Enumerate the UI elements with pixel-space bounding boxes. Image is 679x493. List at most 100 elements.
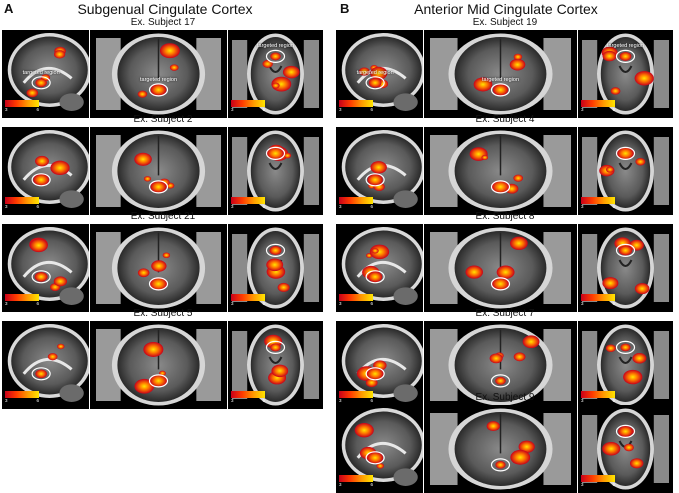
coil-right: [653, 137, 669, 205]
colorbar-min: 3: [231, 301, 234, 306]
colorbar-gradient: [581, 294, 615, 301]
colorbar-gradient: [5, 100, 39, 107]
corpus-callosum: [356, 261, 407, 278]
coil-left: [582, 415, 598, 483]
axial-mri-image: [582, 324, 669, 406]
axial-mri-image: [582, 408, 669, 490]
activation-blob: [50, 160, 70, 176]
subject-label: Ex. Subject 5: [133, 308, 193, 319]
activation-blob: [510, 449, 531, 465]
colorbar-max: 6: [370, 107, 373, 112]
colorbar-min: 3: [581, 398, 584, 403]
coil-right: [653, 234, 669, 302]
activation-blob: [137, 90, 148, 98]
activation-blob: [634, 283, 650, 295]
brain-tissue: [11, 230, 88, 298]
activation-blob: [617, 147, 634, 160]
colorbar-max: 6: [262, 398, 265, 403]
target-roi-outline: [490, 458, 511, 472]
cerebellum: [59, 190, 84, 208]
coronal-mri-image: [430, 324, 571, 406]
activation-blob: [271, 364, 289, 378]
activation-blob: [54, 50, 66, 59]
sagittal-mri-image: [7, 324, 89, 402]
activation-blob: [376, 463, 385, 469]
ventricles: [618, 65, 633, 73]
coronal-slice: [90, 321, 227, 409]
cerebellum: [59, 287, 84, 305]
targeted-region-label: targeted region: [482, 76, 519, 83]
target-roi-outline: [365, 76, 385, 90]
targeted-region-label: targeted region: [607, 43, 644, 50]
colorbar-max: 6: [36, 301, 39, 306]
activation-blob: [486, 421, 500, 432]
cerebellum: [393, 468, 418, 486]
activation-blob: [366, 367, 384, 381]
activation-blob: [262, 60, 273, 68]
coil-left: [232, 234, 248, 302]
ventricles: [268, 356, 283, 364]
coronal-mri-image: [96, 324, 221, 406]
coil-right: [303, 234, 319, 302]
activation-blob: [495, 376, 506, 385]
ventricles: [268, 65, 283, 73]
targeted-region-label: targeted region: [140, 76, 177, 83]
colorbar-max: 6: [370, 398, 373, 403]
target-roi-outline: [365, 367, 385, 381]
coronal-mri-image: [96, 33, 221, 115]
activation-blob: [368, 77, 382, 88]
targeted-region-label: targeted region: [257, 43, 294, 50]
target-roi-outline: [615, 49, 636, 63]
cerebellum: [393, 287, 418, 305]
coronal-mri-image: [96, 130, 221, 212]
activation-blob: [605, 166, 614, 173]
sagittal-mri-image: [341, 408, 423, 486]
colorbar-gradient: [581, 475, 615, 482]
target-roi-outline: [490, 374, 511, 388]
activation-blob: [149, 277, 168, 291]
coronal-slice: [90, 127, 227, 215]
colorbar-min: 3: [5, 204, 8, 209]
coronal-mri-image: [430, 33, 571, 115]
coil-right: [653, 40, 669, 108]
activation-blob: [271, 82, 280, 89]
brain-tissue: [345, 411, 422, 479]
subject-label: Ex. Subject 21: [130, 211, 196, 222]
activation-blob: [367, 271, 383, 283]
colorbar-max: 6: [370, 301, 373, 306]
activation-blob: [513, 174, 524, 182]
brain-tissue: [345, 230, 422, 298]
axial-mri-image: [232, 324, 319, 406]
activation-blob: [602, 50, 617, 62]
activation-blob: [270, 343, 281, 352]
activation-blob: [602, 441, 621, 456]
coil-right: [303, 137, 319, 205]
activation-blob: [57, 343, 65, 350]
corpus-callosum: [22, 67, 73, 84]
activation-blob: [367, 174, 383, 186]
subject-label: Ex. Subject 8: [475, 211, 535, 222]
panel-b-title: Anterior Mid Cingulate Cortex: [414, 1, 598, 17]
target-roi-outline: [365, 173, 385, 187]
target-roi-outline: [265, 49, 286, 63]
coronal-slice: [90, 224, 227, 312]
ventricles: [618, 162, 633, 170]
colorbar-max: 6: [262, 301, 265, 306]
activation-blob: [150, 180, 167, 193]
sagittal-mri-image: [341, 227, 423, 305]
activation-blob: [629, 239, 644, 251]
target-roi-outline: [148, 83, 169, 97]
